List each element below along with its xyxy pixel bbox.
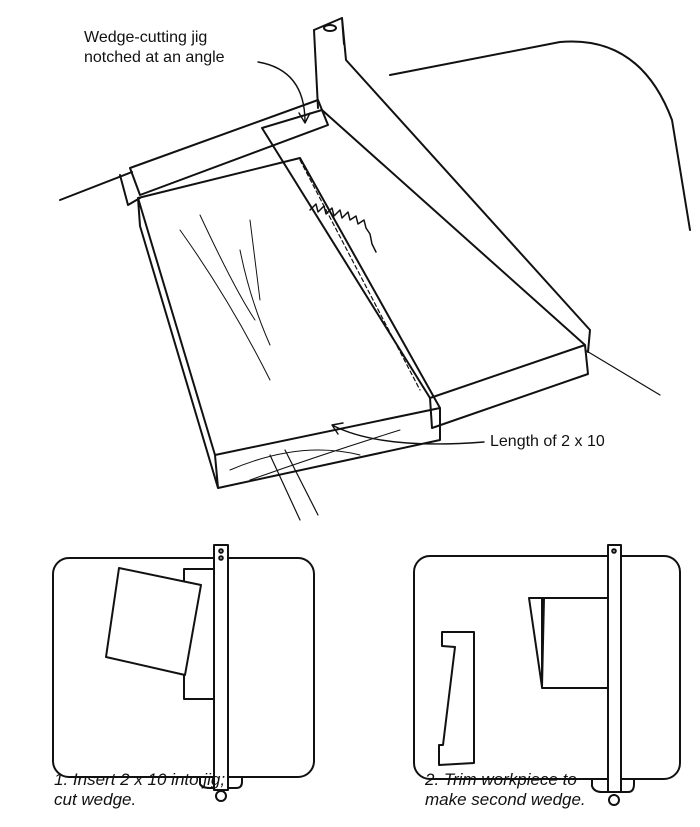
- fence-knob: [215, 790, 227, 802]
- rip-fence: [607, 544, 622, 793]
- workpiece-2x10: [105, 567, 202, 676]
- board-2x10: [137, 157, 441, 489]
- board-label: Length of 2 x 10: [490, 433, 605, 450]
- fence-bolt: [218, 555, 224, 561]
- step2-diagram: [413, 544, 681, 806]
- wood-grain: [179, 214, 401, 481]
- fence-bolt: [323, 24, 337, 32]
- board-leader-arrow: [331, 422, 485, 445]
- wedge-in-jig: [528, 597, 545, 688]
- jig: [541, 597, 609, 689]
- jig-leader-arrow: [257, 61, 311, 124]
- saw-table: [413, 555, 681, 780]
- fence-bolt: [611, 548, 617, 554]
- saw-table: [52, 557, 315, 778]
- step2-caption-line2: make second wedge.: [425, 790, 586, 809]
- step1-caption-line1: 1. Insert 2 x 10 into jig;: [54, 770, 226, 789]
- cut-line: [299, 159, 421, 391]
- rip-fence: [213, 544, 229, 791]
- jig-right: [261, 109, 589, 429]
- miter-slot: [269, 449, 319, 521]
- rip-fence: [313, 17, 591, 353]
- workpiece-offcut: [438, 631, 475, 766]
- step1-diagram: [52, 544, 315, 802]
- table-saw-perspective: [59, 17, 691, 521]
- fence-knob: [608, 794, 620, 806]
- jig-back: [119, 99, 329, 206]
- step1-caption-line2: cut wedge.: [54, 790, 137, 809]
- jig-label-line2: notched at an angle: [84, 49, 225, 66]
- saw-blade-teeth: [309, 203, 377, 253]
- step2-caption-line1: 2. Trim workpiece to: [425, 770, 577, 789]
- saw-table-edge-lower: [584, 349, 661, 396]
- saw-table-edge-right: [389, 40, 691, 231]
- jig-label-line1: Wedge-cutting jig: [84, 29, 208, 46]
- fence-bolt: [218, 548, 224, 554]
